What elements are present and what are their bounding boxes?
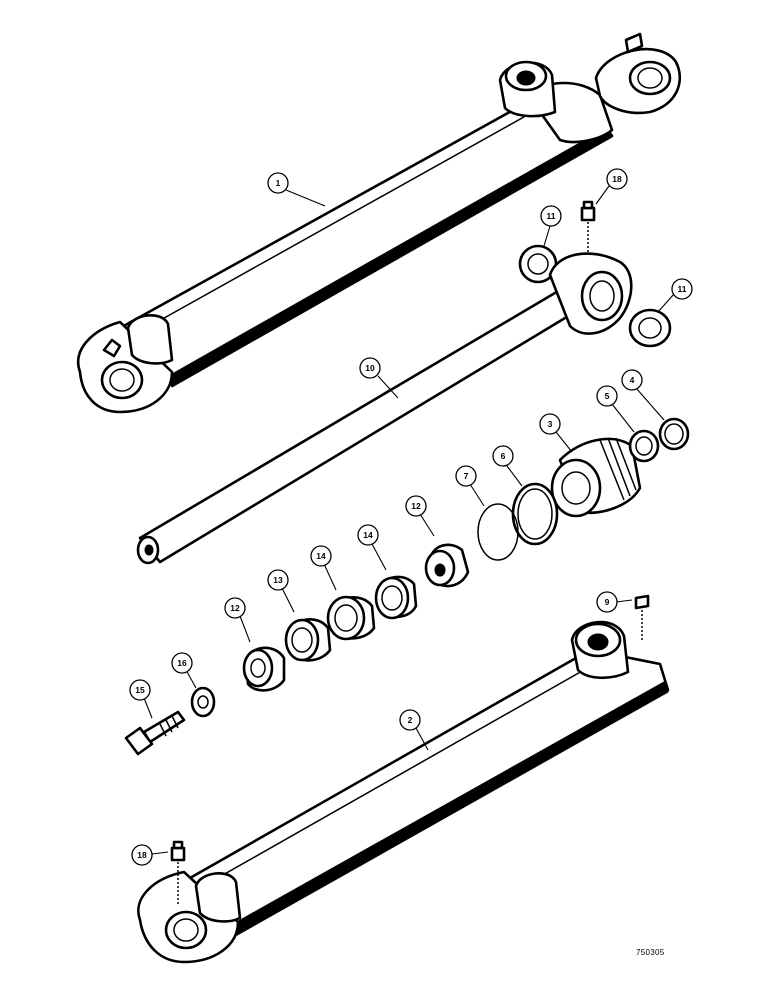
callout-11-left: 11 [540,205,562,247]
washer-13 [242,646,286,692]
callout-10: 10 [359,357,399,399]
cylinder-barrel-1 [77,32,682,414]
callout-16-label: 15 [135,685,145,695]
washer-17 [190,686,216,718]
callout-10-label: 10 [365,363,375,373]
callout-2-label: 2 [408,715,413,725]
callout-9: 9 [596,591,633,613]
callout-14-upper-label: 14 [363,530,373,540]
cylinder-barrel-2 [137,620,670,964]
grease-fitting-18-bottom [170,840,186,906]
callout-18-bottom-label: 18 [137,850,147,860]
callout-6-label: 6 [501,451,506,461]
seal-14-upper [374,575,418,620]
callout-4: 4 [621,369,665,421]
callout-14-lower: 13 [267,569,295,613]
seal-11-left [518,244,558,284]
callout-18-bottom: 18 [131,844,169,866]
callout-17-label: 16 [177,658,187,668]
callout-7: 7 [455,465,485,507]
callout-11-left-label: 11 [547,211,556,221]
callout-12: 12 [405,495,435,537]
backup-ring-6 [511,482,559,546]
callout-18-top: 18 [595,168,628,205]
grease-fitting-18-top [580,200,596,264]
callout-3-label: 3 [548,419,553,429]
seal-14-lower [284,618,332,662]
gland-3 [550,437,642,518]
seal-11-right [628,308,672,348]
callout-18-top-label: 18 [612,174,622,184]
seal-5 [628,429,660,463]
callout-17: 16 [171,652,197,689]
callout-12-label: 12 [411,501,421,511]
drawing-reference-code: 750305 [636,948,665,957]
callout-1-label: 1 [276,178,281,188]
wiper-4 [658,417,690,451]
callout-14-upper: 14 [357,524,387,571]
callout-16: 15 [129,679,153,719]
callout-5-label: 5 [605,391,610,401]
o-ring-7 [477,503,519,561]
callout-2: 2 [399,709,429,751]
callout-15-label: 14 [316,551,326,561]
bolt-16 [124,710,186,756]
callout-1: 1 [267,172,326,207]
callout-5: 5 [596,385,635,433]
callout-13-label: 12 [230,603,240,613]
callout-3: 3 [539,413,573,453]
callout-6: 6 [492,445,523,487]
callout-15: 14 [310,545,337,591]
piston-rod-10 [136,252,633,565]
callout-4-label: 4 [630,375,635,385]
screw-9 [634,594,650,642]
callout-13: 12 [224,597,251,643]
piston-12 [424,543,470,588]
callout-14-lower-label: 13 [273,575,283,585]
callout-9-label: 9 [605,597,610,607]
wear-ring-15 [326,595,376,641]
callout-11-right-label: 11 [678,284,687,294]
callout-7-label: 7 [464,471,469,481]
callout-11-right: 11 [657,278,693,313]
